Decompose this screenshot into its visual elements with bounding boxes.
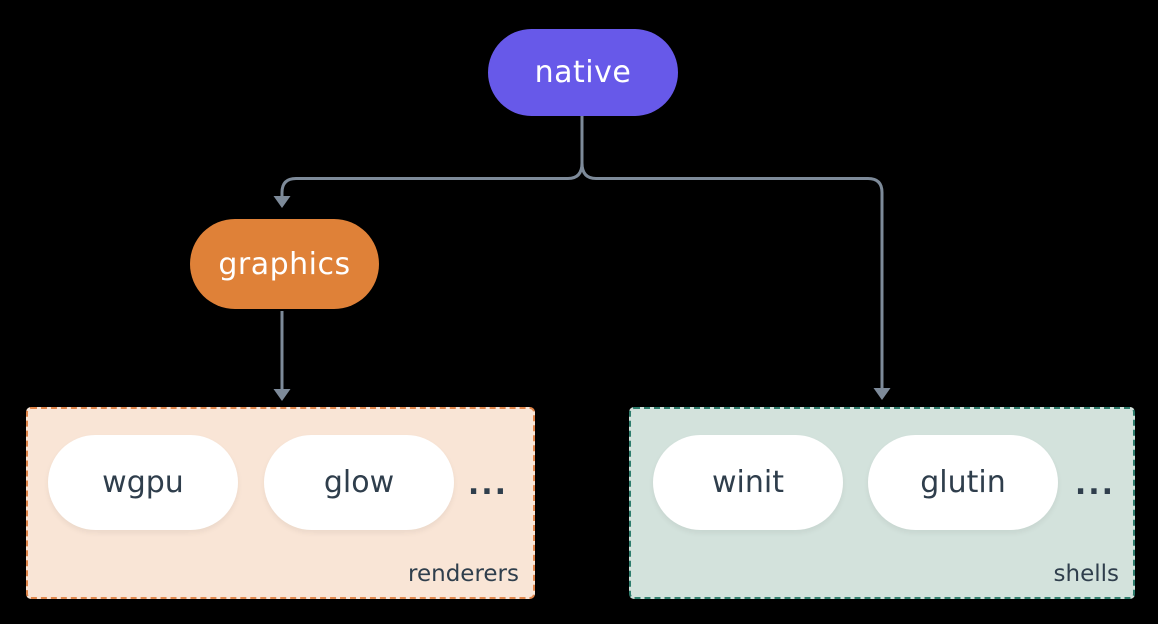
edge-native-shells	[580, 116, 884, 388]
renderers-ellipsis: ...	[467, 467, 509, 502]
shells-group-label: shells	[1053, 561, 1119, 587]
arrowhead-renderers	[273, 389, 291, 401]
arrowhead-shells	[873, 388, 891, 400]
node-winit: winit	[653, 435, 843, 530]
group-renderers: wgpu glow ... renderers	[26, 407, 535, 599]
node-glutin: glutin	[868, 435, 1058, 530]
node-graphics: graphics	[190, 219, 379, 309]
edge-native-graphics	[280, 116, 584, 196]
arrowhead-graphics	[273, 196, 291, 208]
group-shells: winit glutin ... shells	[629, 407, 1135, 599]
node-wgpu: wgpu	[48, 435, 238, 530]
renderers-group-label: renderers	[408, 561, 519, 587]
shells-ellipsis: ...	[1074, 467, 1116, 502]
node-native: native	[488, 29, 678, 116]
node-glow: glow	[264, 435, 454, 530]
